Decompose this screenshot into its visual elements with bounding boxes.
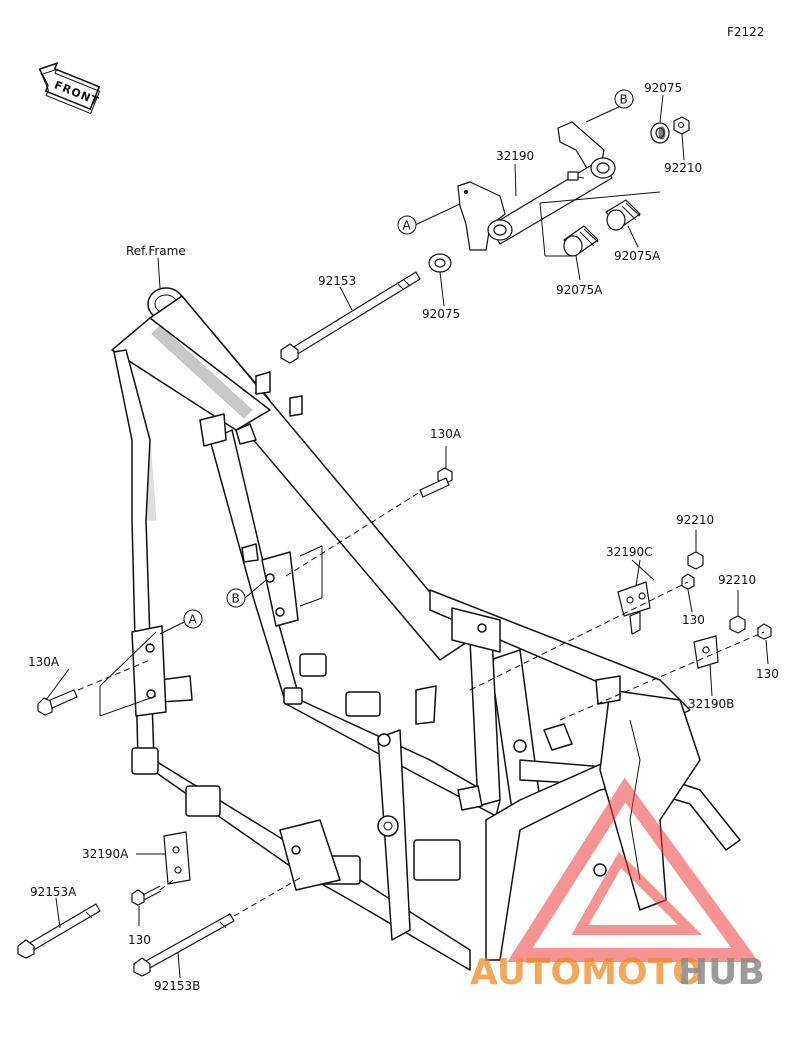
label-92153b: 92153B <box>154 979 200 993</box>
bracket-32190a <box>163 831 191 885</box>
label-32190b: 32190B <box>688 697 734 711</box>
bolt-92153b <box>133 913 235 977</box>
svg-text:A: A <box>189 613 198 627</box>
label-92210-right: 92210 <box>718 573 756 587</box>
callout-b-upper: B <box>614 89 634 109</box>
callout-b-lower: B <box>226 588 246 608</box>
watermark-logo: AUTOMOTO HUB <box>470 777 765 993</box>
label-92210-top: 92210 <box>664 161 702 175</box>
bolt-92153 <box>280 271 421 364</box>
callout-a-upper: A <box>397 215 417 235</box>
bolt-130-right <box>757 623 772 640</box>
svg-text:A: A <box>403 219 412 233</box>
label-92210-mid: 92210 <box>676 513 714 527</box>
label-130-mid: 130 <box>682 613 705 627</box>
bolt-130a-left <box>37 689 78 716</box>
motorcycle-frame <box>111 287 741 971</box>
label-92153a: 92153A <box>30 885 77 899</box>
svg-text:B: B <box>620 93 628 107</box>
bolt-130a-top <box>419 467 453 498</box>
ref-frame-label: Ref.Frame <box>126 244 186 258</box>
label-32190a: 32190A <box>82 847 129 861</box>
bushing-92075a-right <box>605 199 641 231</box>
label-32190: 32190 <box>496 149 534 163</box>
label-130a-left: 130A <box>28 655 60 669</box>
watermark-text-automoto: AUTOMOTO <box>470 952 703 993</box>
bracket-32190b <box>693 635 719 669</box>
label-130-low: 130 <box>128 933 151 947</box>
front-arrow-icon: FRONT <box>38 62 101 115</box>
bolt-92153a <box>17 903 101 959</box>
label-32190c: 32190C <box>606 545 653 559</box>
bushing-92075a-left <box>563 225 599 257</box>
washer-92075-mid <box>428 253 452 273</box>
nut-92210-top <box>673 116 690 135</box>
nut-92210-right <box>729 615 746 634</box>
callout-a-lower: A <box>183 609 203 629</box>
washer-92075-top <box>650 122 670 144</box>
label-92075-top: 92075 <box>644 81 682 95</box>
label-92075-mid: 92075 <box>422 307 460 321</box>
bracket-32190c <box>617 581 651 635</box>
label-130-right: 130 <box>756 667 779 681</box>
svg-text:B: B <box>232 592 240 606</box>
upper-engine-mount-bracket <box>457 121 616 251</box>
bolt-130-low <box>131 885 162 906</box>
watermark-text-hub: HUB <box>678 952 765 993</box>
bolt-130-mid <box>681 573 695 590</box>
label-92153: 92153 <box>318 274 356 288</box>
label-92075a-left: 92075A <box>556 283 603 297</box>
label-92075a-right: 92075A <box>614 249 661 263</box>
figure-code: F2122 <box>727 25 764 39</box>
nut-92210-mid <box>687 551 704 570</box>
label-130a-top: 130A <box>430 427 462 441</box>
